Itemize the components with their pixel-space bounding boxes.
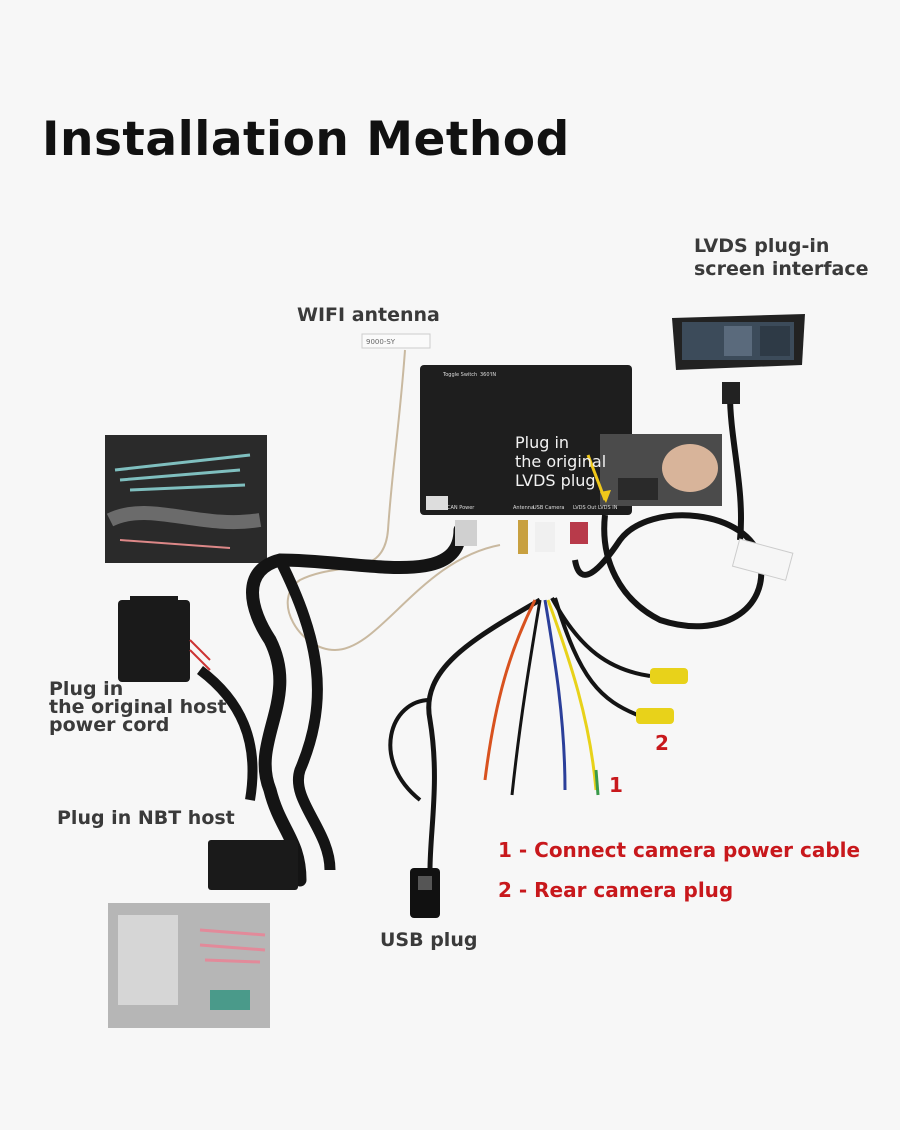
usb-connector	[410, 868, 440, 918]
page-title: Installation Method	[42, 112, 570, 167]
usb-cable	[426, 597, 542, 871]
main-module-box	[420, 365, 632, 515]
lvds-loop-cable	[572, 512, 765, 630]
legend-item-2: 2 - Rear camera plug	[498, 878, 734, 902]
black-wire	[510, 599, 542, 796]
usb-plug-label: USB plug	[380, 929, 478, 951]
lvds-screen-label-1: LVDS plug-in	[694, 235, 830, 257]
wifi-antenna-tag	[361, 333, 431, 349]
host-cord-label-3: power cord	[49, 714, 170, 736]
rca-plug-1	[650, 668, 688, 684]
lvds-plug-text-2: the original	[515, 452, 607, 471]
red-wire	[483, 599, 537, 781]
wifi-antenna-cable	[286, 349, 501, 652]
blue-wire	[543, 599, 567, 791]
photo-lvds-plug	[600, 434, 722, 506]
photo-lvds-screen	[672, 314, 805, 370]
host-cord-label-2: the original host	[49, 696, 227, 718]
marker-2: 2	[655, 731, 669, 755]
yellow-wire	[546, 599, 598, 791]
lvds-screen-label-2: screen interface	[694, 258, 869, 280]
lvds-in-port-label: LVDS IN	[598, 505, 618, 511]
lvds-plug-text-1: Plug in	[515, 433, 570, 452]
lvds-out-port-label: LVDS Out	[573, 505, 597, 511]
usb-camera-port-label: USB Camera	[533, 505, 565, 511]
main-harness	[246, 523, 467, 887]
host-cord-label-1: Plug in	[49, 678, 124, 700]
can-power-label: CAN Power	[447, 505, 475, 511]
photo-host-connector	[105, 435, 267, 563]
rca-plug-2	[636, 708, 674, 724]
host-power-connector	[118, 600, 190, 682]
antenna-port-label: Antenna	[513, 505, 535, 511]
toggle-switch-label: Toggle Switch	[443, 372, 478, 378]
photo-nbt-host	[108, 903, 270, 1028]
rca-cable-2	[553, 597, 641, 718]
antenna-tag-text: 9000-SY	[366, 338, 396, 346]
nbt-host-connector	[208, 840, 298, 890]
mode-label: 360'IN	[480, 372, 497, 378]
wifi-antenna-label: WIFI antenna	[297, 304, 440, 326]
green-wire-tip	[594, 769, 600, 796]
lvds-plug-text-3: LVDS plug	[515, 471, 596, 490]
nbt-host-label: Plug in NBT host	[57, 807, 235, 829]
legend-item-1: 1 - Connect camera power cable	[498, 838, 861, 862]
marker-1: 1	[609, 773, 623, 797]
